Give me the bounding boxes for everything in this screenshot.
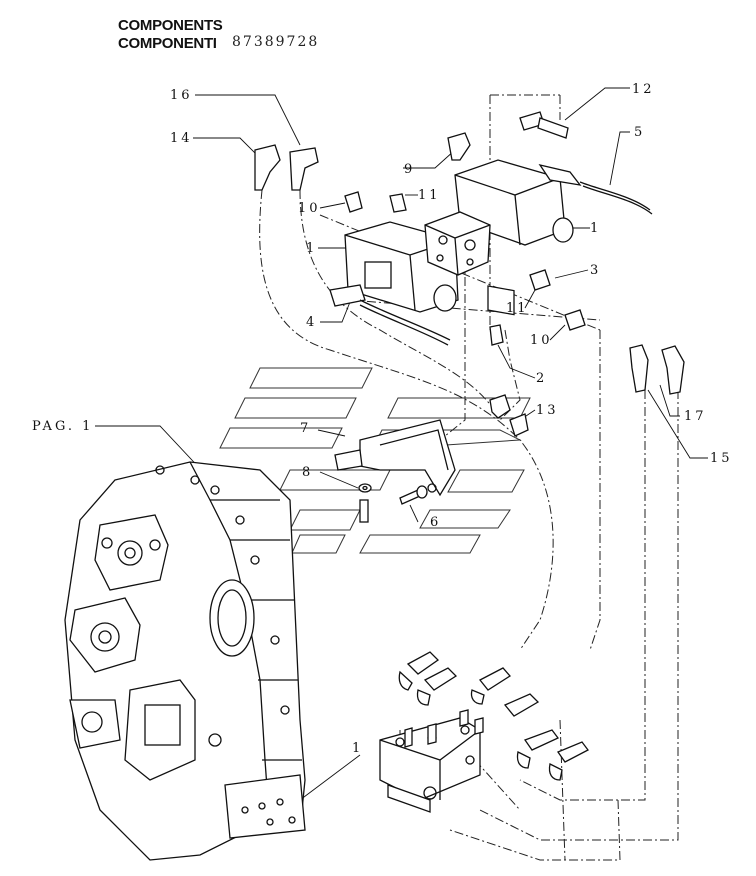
title-componenti: COMPONENTI [118,35,217,52]
callout-page-reference: PAG. 1 [32,419,93,434]
callout-1-right: 1 [590,221,601,236]
callout-4: 4 [306,315,317,330]
callout-5: 5 [634,125,645,140]
part-code: 87389728 [232,34,320,50]
valve-body-block [424,211,491,276]
callout-1-left: 1 [306,241,317,256]
callout-1-block: 1 [352,741,363,756]
bolt-and-washer [358,483,428,523]
callout-12: 12 [632,82,655,97]
callout-10-lower: 10 [530,333,553,348]
lower-fittings [398,651,589,781]
upper-fittings [254,111,685,437]
callout-16: 16 [170,88,193,103]
callout-10-upper: 10 [298,201,321,216]
mounting-bracket [334,419,456,497]
callout-15: 15 [710,451,733,466]
transmission-housing [64,461,306,861]
callout-7: 7 [300,421,311,436]
callout-17: 17 [684,409,707,424]
callout-11-lower: 11 [506,301,529,316]
callout-13: 13 [536,403,559,418]
callout-14: 14 [170,131,193,146]
callout-labels: 16 14 12 5 9 11 10 1 1 3 4 11 10 2 13 7 … [32,82,733,756]
title-components: COMPONENTS [118,17,223,34]
callout-6: 6 [430,515,441,530]
callout-9: 9 [404,162,415,177]
callout-8: 8 [302,465,313,480]
callout-2: 2 [536,371,547,386]
callout-3: 3 [590,263,601,278]
callout-11-upper: 11 [418,188,441,203]
